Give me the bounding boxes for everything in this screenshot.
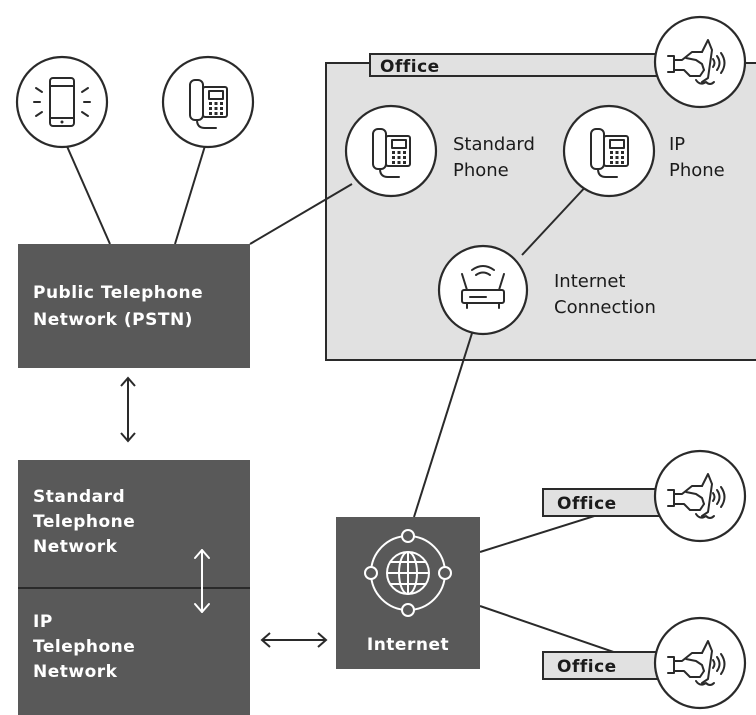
remote-office-tag-1 [542,488,660,517]
remote-office-tag-2 [542,651,660,680]
ip-network-line2: Telephone [33,637,135,657]
ip-phone-label-line2: Phone [669,160,725,181]
remote-office-node-1 [653,449,747,543]
standard-phone-label-line2: Phone [453,160,509,181]
router-icon [461,265,505,309]
double-arrow-icon [120,376,136,443]
office-handshake-node [653,15,747,109]
remote-office-label-1: Office [557,494,617,514]
standard-network-line1: Standard [33,487,125,507]
ip-phone-label-line1: IP [669,134,685,155]
mobile-phone-node [15,55,109,149]
pstn-label-line2: Network (PSTN) [33,310,193,330]
office-title: Office [380,57,440,77]
globe-icon [364,529,452,617]
ip-network-line3: Network [33,662,118,682]
standard-network-line2: Telephone [33,512,135,532]
remote-office-node-2 [653,616,747,710]
pstn-desk-phone-node [161,55,255,149]
internet-connection-node [437,244,529,336]
ip-network-line1: IP [33,612,53,632]
standard-network-line3: Network [33,537,118,557]
remote-office-label-2: Office [557,657,617,677]
horizontal-double-arrow-icon [260,632,328,648]
standard-phone-node [344,104,438,198]
internet-connection-label-line1: Internet [554,271,625,292]
network-double-arrow-icon [194,549,210,613]
ip-phone-node [562,104,656,198]
pstn-box [18,244,250,368]
mobile-phone-icon [33,77,91,127]
internet-connection-label-line2: Connection [554,297,656,318]
internet-label: Internet [367,635,449,655]
pstn-label-line1: Public Telephone [33,283,203,303]
standard-phone-label-line1: Standard [453,134,535,155]
